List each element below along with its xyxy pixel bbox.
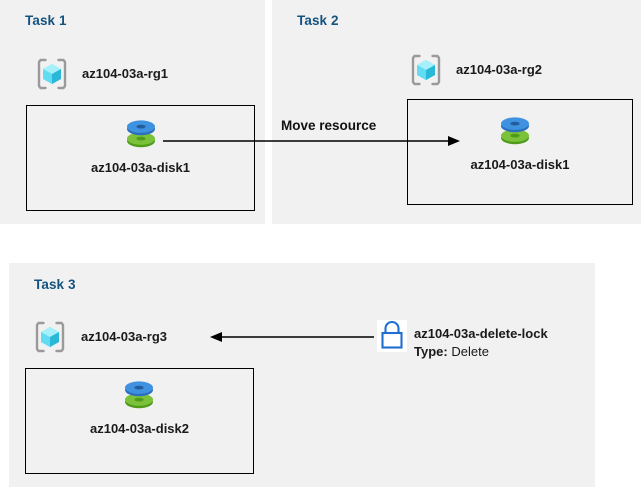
panel-title-task-3: Task 3: [34, 277, 76, 292]
panel-task-3: [9, 263, 595, 487]
resource-container-task-1: [26, 105, 255, 211]
azure-disk-icon-task-3: [120, 377, 158, 413]
resource-container-task-3: [25, 368, 254, 474]
panel-task-1: [0, 0, 265, 224]
move-resource-arrow: [163, 132, 463, 150]
azure-resource-group-icon: [33, 320, 67, 354]
resource-container-task-2: [407, 99, 633, 205]
move-resource-arrow-label: Move resource: [281, 118, 377, 133]
azure-disk-icon-task-1: [122, 116, 160, 152]
resource-group-label-task-1: az104-03a-rg1: [82, 66, 168, 81]
lock-icon: [377, 320, 407, 352]
resource-label-task-2: az104-03a-disk1: [470, 157, 570, 172]
azure-resource-group-icon: [35, 57, 69, 91]
azure-resource-group-icon: [409, 53, 443, 87]
resource-label-task-1: az104-03a-disk1: [90, 160, 190, 175]
lock-type-value: Delete: [451, 344, 489, 359]
panel-title-task-1: Task 1: [25, 13, 67, 28]
resource-group-label-task-2: az104-03a-rg2: [456, 62, 542, 77]
resource-group-label-task-3: az104-03a-rg3: [81, 329, 167, 344]
lock-name-label: az104-03a-delete-lock: [414, 326, 548, 341]
lock-type-row: Type: Delete: [414, 344, 489, 359]
lock-type-label: Type:: [414, 344, 448, 359]
panel-task-2: [272, 0, 641, 224]
azure-disk-icon-task-2: [496, 113, 534, 149]
delete-lock-arrow: [208, 328, 374, 346]
resource-label-task-3: az104-03a-disk2: [89, 421, 189, 436]
panel-title-task-2: Task 2: [297, 13, 339, 28]
